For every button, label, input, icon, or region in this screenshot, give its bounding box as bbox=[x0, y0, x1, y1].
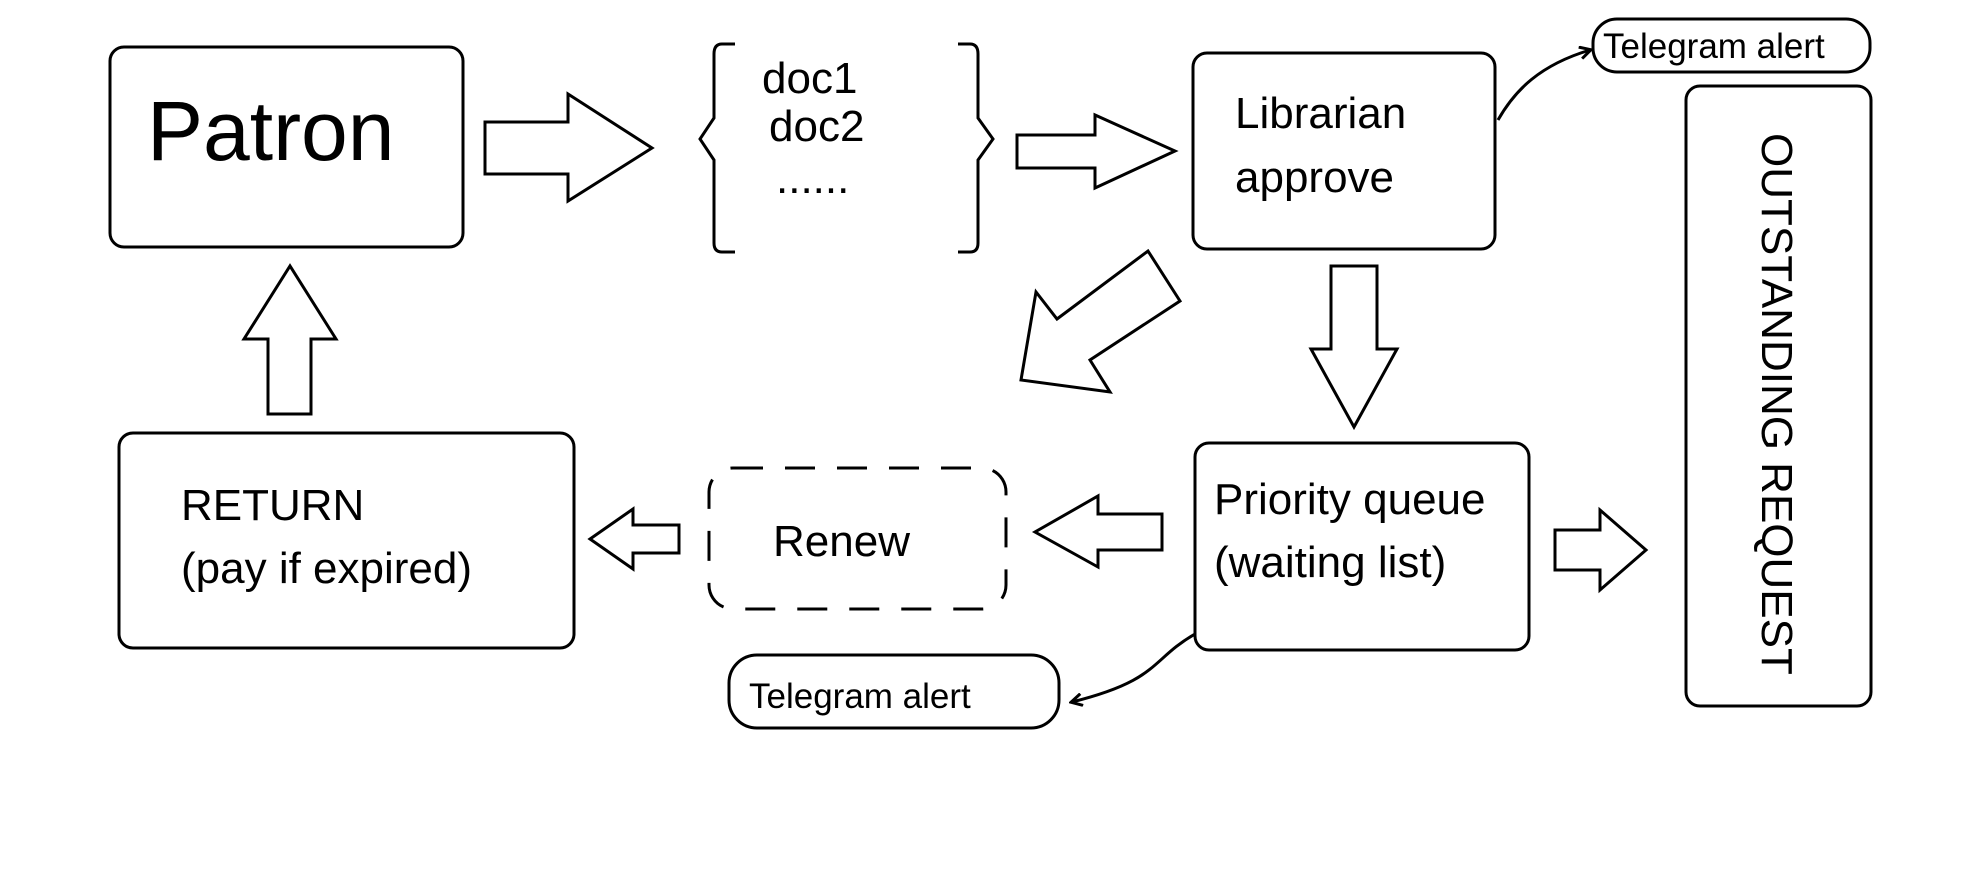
arrow-renew-to-return bbox=[587, 506, 681, 572]
telegram-alert-bottom-label: Telegram alert bbox=[749, 677, 971, 716]
doc1-label: doc1 bbox=[762, 54, 857, 103]
arrow-docs-to-librarian bbox=[1015, 112, 1179, 191]
arrow-librarian-to-telegram bbox=[1496, 50, 1590, 121]
document-list-node: doc1 doc2 ...... bbox=[698, 42, 995, 254]
outstanding-request-label: OUTSTANDING REQUEST bbox=[1752, 133, 1801, 675]
return-label-line1: RETURN bbox=[181, 481, 364, 530]
telegram-alert-top-label: Telegram alert bbox=[1603, 27, 1825, 66]
priority-queue-label-line2: (waiting list) bbox=[1214, 538, 1446, 587]
patron-node: Patron bbox=[108, 45, 465, 249]
renew-label: Renew bbox=[773, 517, 910, 566]
return-node: RETURN (pay if expired) bbox=[117, 431, 576, 650]
renew-node: Renew bbox=[707, 466, 1008, 611]
telegram-alert-top-node: Telegram alert bbox=[1591, 17, 1872, 74]
arrow-return-to-patron bbox=[241, 263, 339, 416]
right-brace bbox=[958, 42, 995, 254]
arrow-queue-to-renew bbox=[1031, 493, 1164, 570]
librarian-label-line1: Librarian bbox=[1235, 89, 1406, 138]
outstanding-request-node: OUTSTANDING REQUEST bbox=[1684, 84, 1873, 708]
librarian-approve-node: Librarian approve bbox=[1191, 51, 1497, 251]
priority-queue-node: Priority queue (waiting list) bbox=[1193, 441, 1531, 652]
ellipsis-label: ...... bbox=[776, 154, 849, 203]
telegram-alert-bottom-node: Telegram alert bbox=[727, 653, 1061, 730]
left-brace bbox=[698, 42, 735, 254]
doc2-label: doc2 bbox=[769, 102, 864, 151]
priority-queue-label-line1: Priority queue bbox=[1214, 475, 1485, 524]
arrow-patron-to-docs bbox=[483, 91, 655, 204]
arrow-queue-to-telegram bbox=[1072, 632, 1196, 702]
patron-label: Patron bbox=[147, 84, 395, 178]
librarian-label-line2: approve bbox=[1235, 153, 1394, 202]
arrow-queue-to-outstanding bbox=[1553, 506, 1649, 594]
return-label-line2: (pay if expired) bbox=[181, 544, 472, 593]
arrow-librarian-to-queue bbox=[1308, 264, 1400, 431]
diagonal-arrow-down-left bbox=[1019, 248, 1183, 394]
